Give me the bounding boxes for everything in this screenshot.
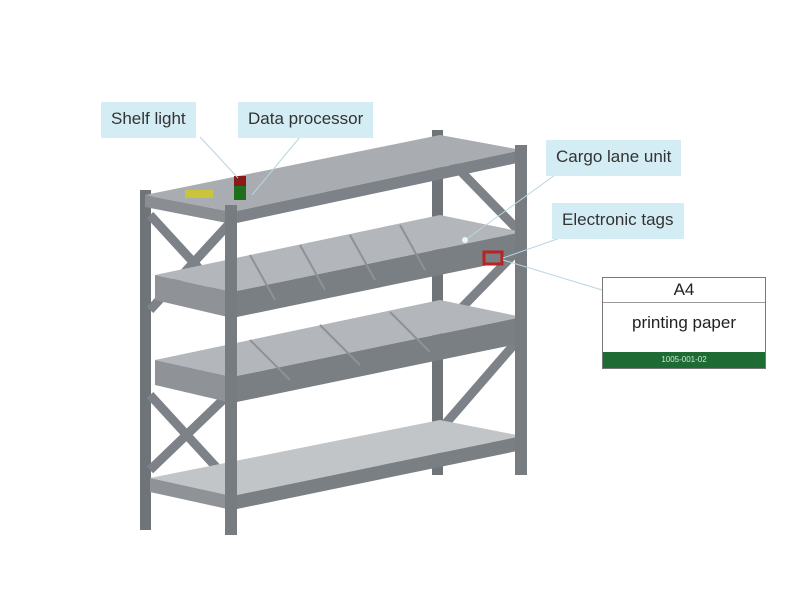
tag-size: A4: [603, 278, 765, 303]
electronic-tag-device: [482, 250, 504, 266]
cargo-lane-unit-label: Cargo lane unit: [546, 140, 682, 176]
cargo-lane-dividers: [249, 224, 431, 381]
data-processor-label: Data processor: [238, 102, 374, 138]
leader-lines: [199, 136, 603, 291]
data-processor-red: [234, 176, 246, 186]
shelf-light-device: [185, 190, 213, 198]
electronic-tag-display: A4 printing paper 1005-001-02: [602, 277, 766, 369]
tag-product: printing paper: [632, 313, 736, 332]
electronic-tags-label: Electronic tags: [552, 203, 684, 239]
front-right-post: [515, 145, 527, 475]
tag-code: 1005-001-02: [603, 352, 765, 368]
data-processor-green: [234, 186, 246, 200]
shelf-light-label: Shelf light: [101, 102, 196, 138]
cargo-lane-sensor: [462, 237, 468, 243]
back-left-post-2: [140, 190, 151, 530]
side-braces: [146, 146, 522, 484]
front-left-post: [225, 205, 237, 535]
